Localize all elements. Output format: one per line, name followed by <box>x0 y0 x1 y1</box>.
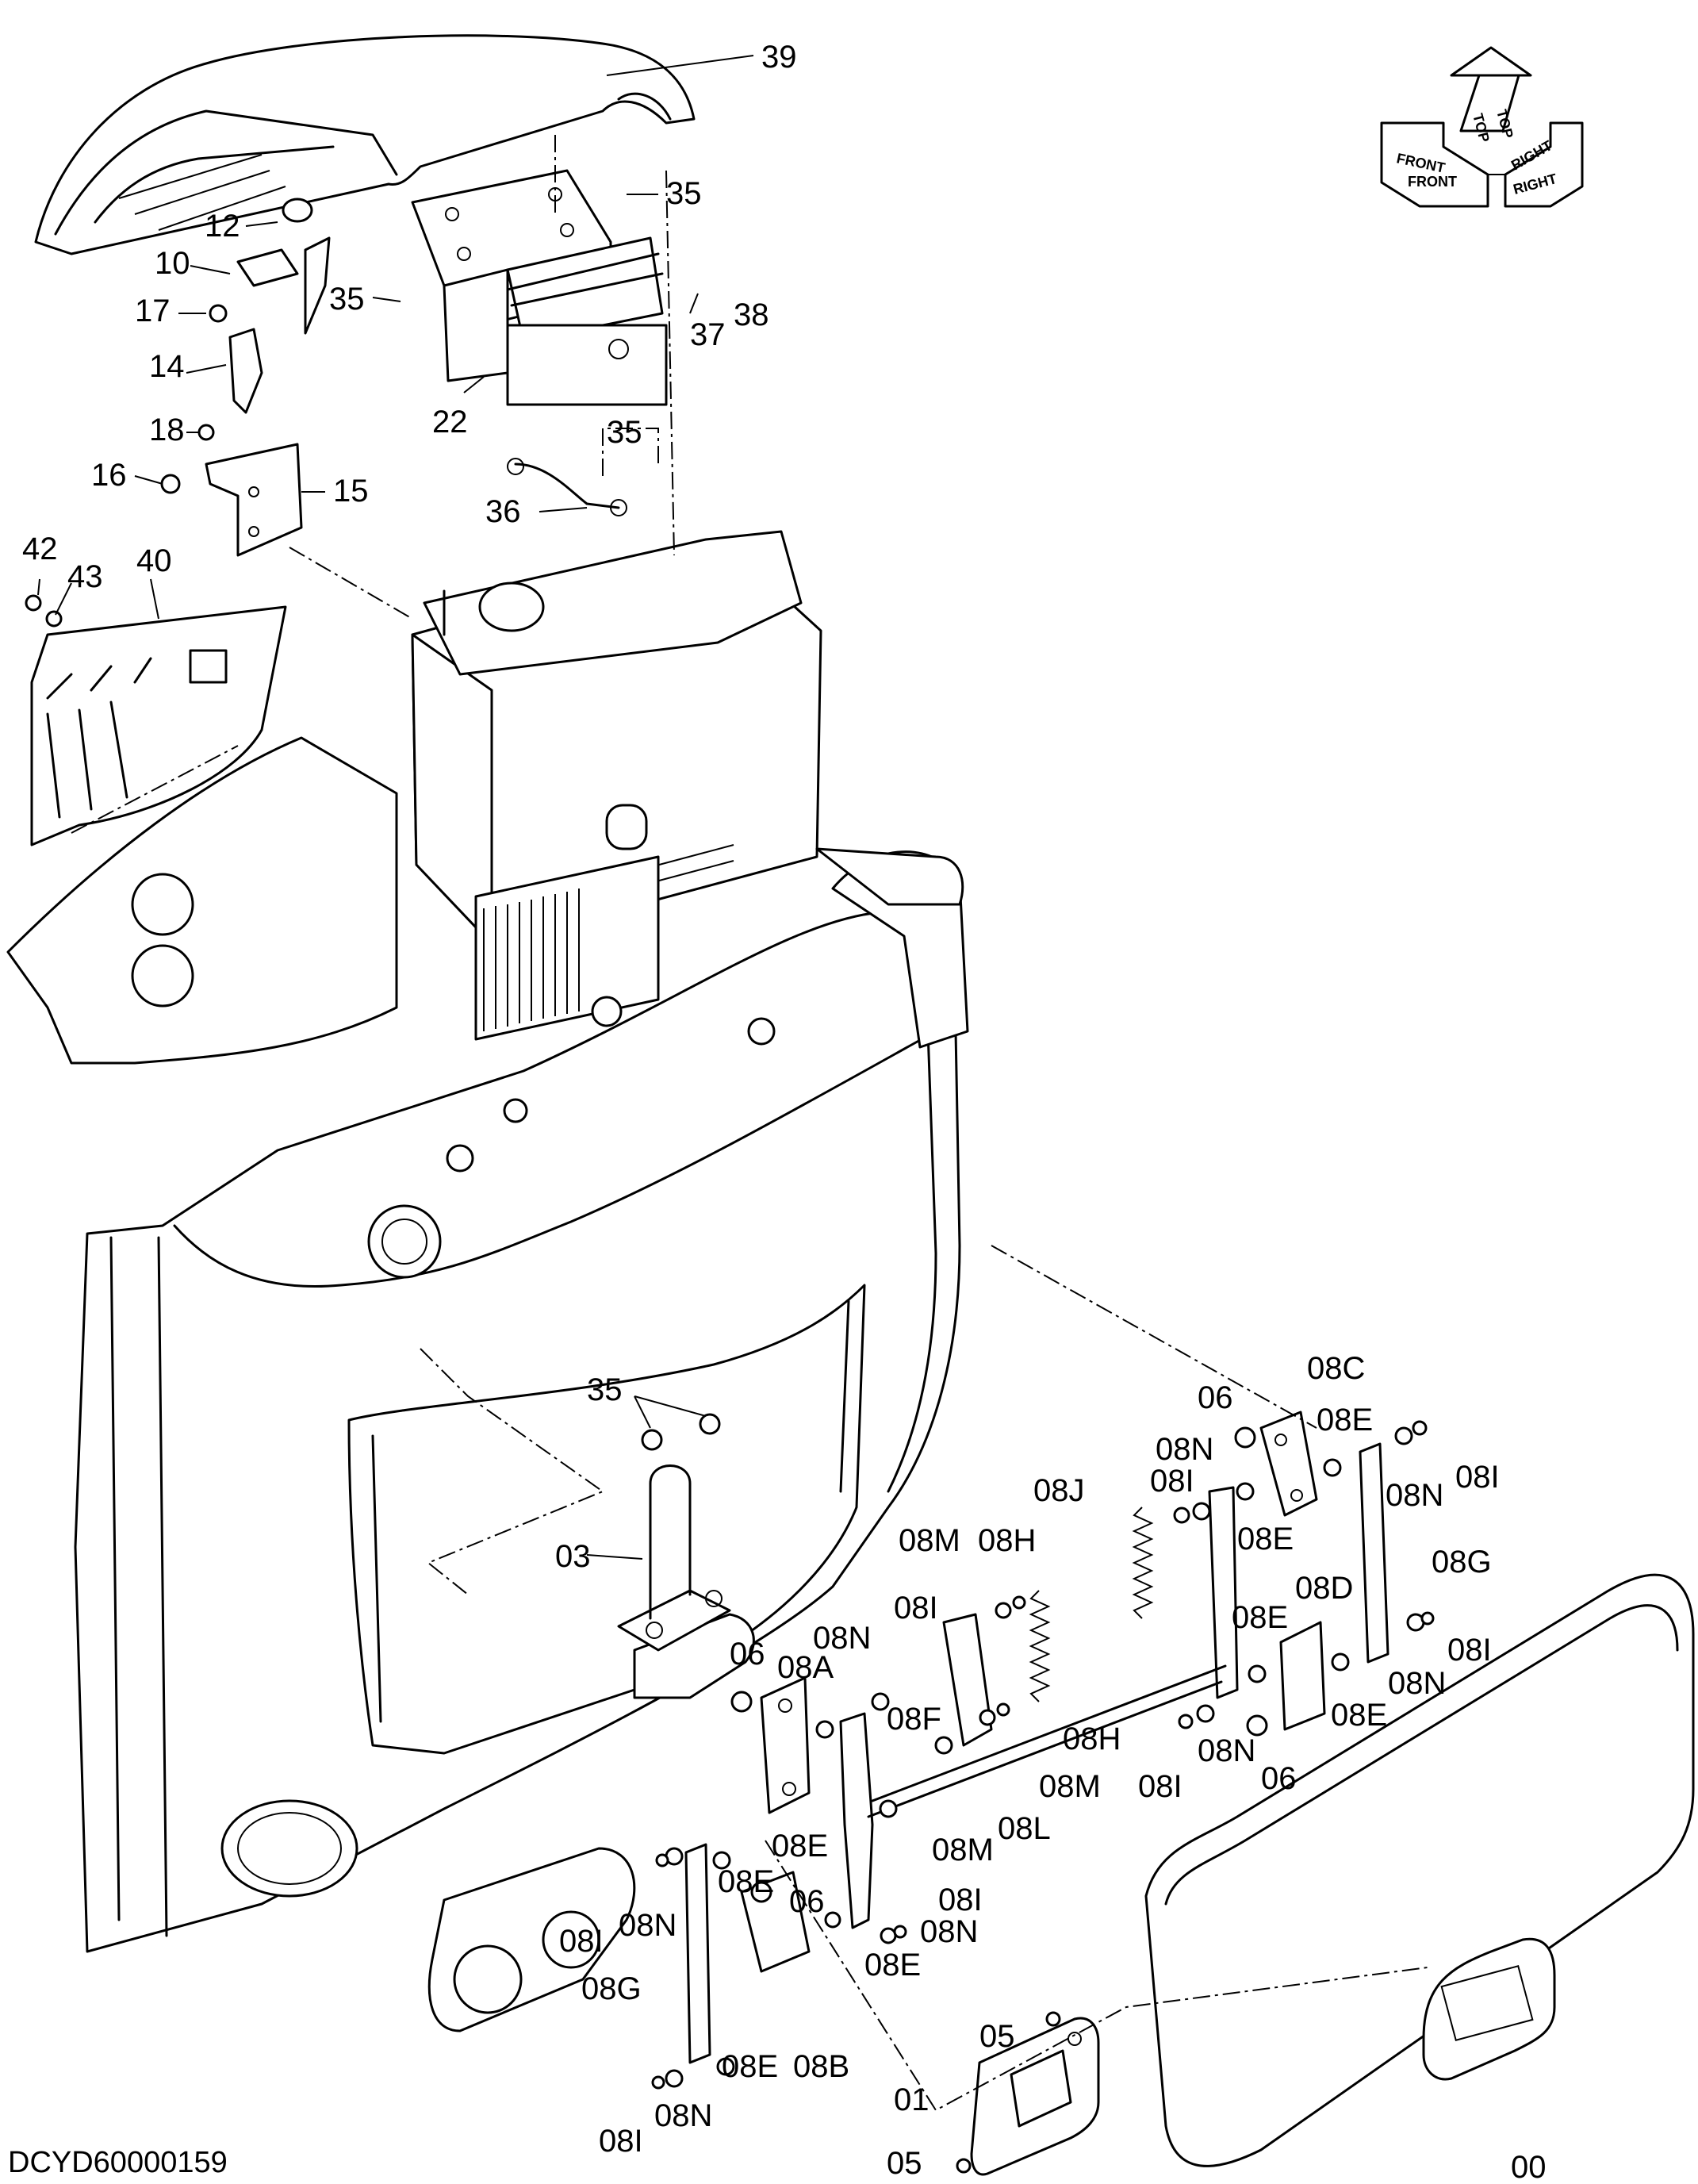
label-43: 43 <box>67 559 103 594</box>
label-08i7: 08I <box>559 1924 604 1959</box>
part-labels: 39 35 35 12 10 17 14 18 16 15 22 37 38 3… <box>22 40 1547 2184</box>
label-08n8: 08N <box>654 2098 712 2133</box>
label-06a: 06 <box>1198 1380 1233 1415</box>
left-side-cover-part <box>25 594 287 846</box>
label-00: 00 <box>1511 2150 1547 2184</box>
label-08c: 08C <box>1307 1351 1365 1386</box>
label-36: 36 <box>485 494 521 529</box>
lock-assembly-part <box>970 2017 1100 2176</box>
orientation-label-top-2: TOP <box>1493 108 1516 140</box>
label-37: 37 <box>690 317 726 352</box>
label-05b: 05 <box>887 2146 922 2181</box>
label-08e4: 08E <box>1331 1698 1387 1733</box>
drawing-code: DCYD60000159 <box>8 2146 228 2179</box>
label-08b: 08B <box>793 2049 849 2084</box>
label-10: 10 <box>155 246 190 281</box>
label-08n3: 08N <box>813 1621 871 1656</box>
label-12: 12 <box>205 209 240 244</box>
label-08f: 08F <box>887 1702 941 1737</box>
label-08d: 08D <box>1295 1571 1353 1606</box>
label-08n1: 08N <box>1156 1432 1213 1467</box>
label-08n2: 08N <box>1386 1478 1443 1513</box>
label-08i3: 08I <box>894 1591 938 1626</box>
frame-structure <box>6 530 969 2032</box>
label-17: 17 <box>135 294 171 328</box>
label-15: 15 <box>333 474 369 509</box>
label-06d: 06 <box>789 1884 825 1919</box>
label-08e5: 08E <box>772 1829 828 1864</box>
support-rod-part <box>514 463 620 509</box>
label-35b: 35 <box>329 282 365 317</box>
label-42: 42 <box>22 532 58 566</box>
label-08n4: 08N <box>1388 1666 1446 1701</box>
label-08i5: 08I <box>1138 1769 1182 1804</box>
door-panel-part <box>1144 1573 1695 2167</box>
label-08g1: 08G <box>1432 1545 1492 1579</box>
label-35a: 35 <box>666 176 702 211</box>
label-08i1: 08I <box>1455 1460 1500 1495</box>
label-05a: 05 <box>979 2019 1015 2054</box>
label-08i8: 08I <box>599 2124 643 2159</box>
label-14: 14 <box>149 349 185 384</box>
label-08e6: 08E <box>718 1864 774 1899</box>
leader-lines <box>37 55 754 1560</box>
label-08e8: 08E <box>722 2049 778 2084</box>
label-08i4: 08I <box>1447 1633 1492 1668</box>
label-08m3: 08M <box>932 1833 994 1867</box>
label-08n7: 08N <box>619 1908 677 1943</box>
label-08i2: 08I <box>1150 1464 1194 1499</box>
label-35d: 35 <box>587 1372 623 1407</box>
linkage-assembly <box>641 1411 1435 2174</box>
label-08m1: 08M <box>899 1523 960 1558</box>
label-01: 01 <box>894 2082 929 2117</box>
label-40: 40 <box>136 543 172 578</box>
label-03: 03 <box>555 1539 591 1574</box>
orientation-arrows-icon: FRONT FRONT TOP TOP RIGHT RIGHT <box>1380 46 1584 208</box>
label-08e2: 08E <box>1237 1522 1294 1556</box>
label-22: 22 <box>432 405 468 439</box>
label-08j: 08J <box>1033 1473 1085 1508</box>
label-06b: 06 <box>730 1637 765 1672</box>
label-18: 18 <box>149 413 185 447</box>
label-08l: 08L <box>998 1811 1051 1846</box>
label-08m2: 08M <box>1039 1769 1101 1804</box>
top-cover-part <box>34 34 696 255</box>
label-08h1: 08H <box>978 1523 1036 1558</box>
label-08i6: 08I <box>938 1883 983 1917</box>
label-08g2: 08G <box>581 1971 642 2006</box>
label-08a: 08A <box>777 1650 834 1685</box>
label-39: 39 <box>761 40 797 75</box>
label-35c: 35 <box>607 415 642 450</box>
label-08n6: 08N <box>920 1914 978 1949</box>
label-16: 16 <box>91 458 127 493</box>
label-08e3: 08E <box>1232 1600 1288 1635</box>
center-lines <box>71 135 1428 2112</box>
label-06c: 06 <box>1261 1761 1297 1796</box>
label-08h2: 08H <box>1063 1721 1121 1756</box>
hinge-assembly-part <box>411 169 668 406</box>
latch-parts <box>160 198 331 557</box>
label-08e7: 08E <box>864 1948 921 1982</box>
label-08n5: 08N <box>1198 1733 1255 1768</box>
label-08e1: 08E <box>1317 1403 1373 1437</box>
orientation-label-front: FRONT <box>1408 174 1457 190</box>
label-38: 38 <box>734 297 769 332</box>
